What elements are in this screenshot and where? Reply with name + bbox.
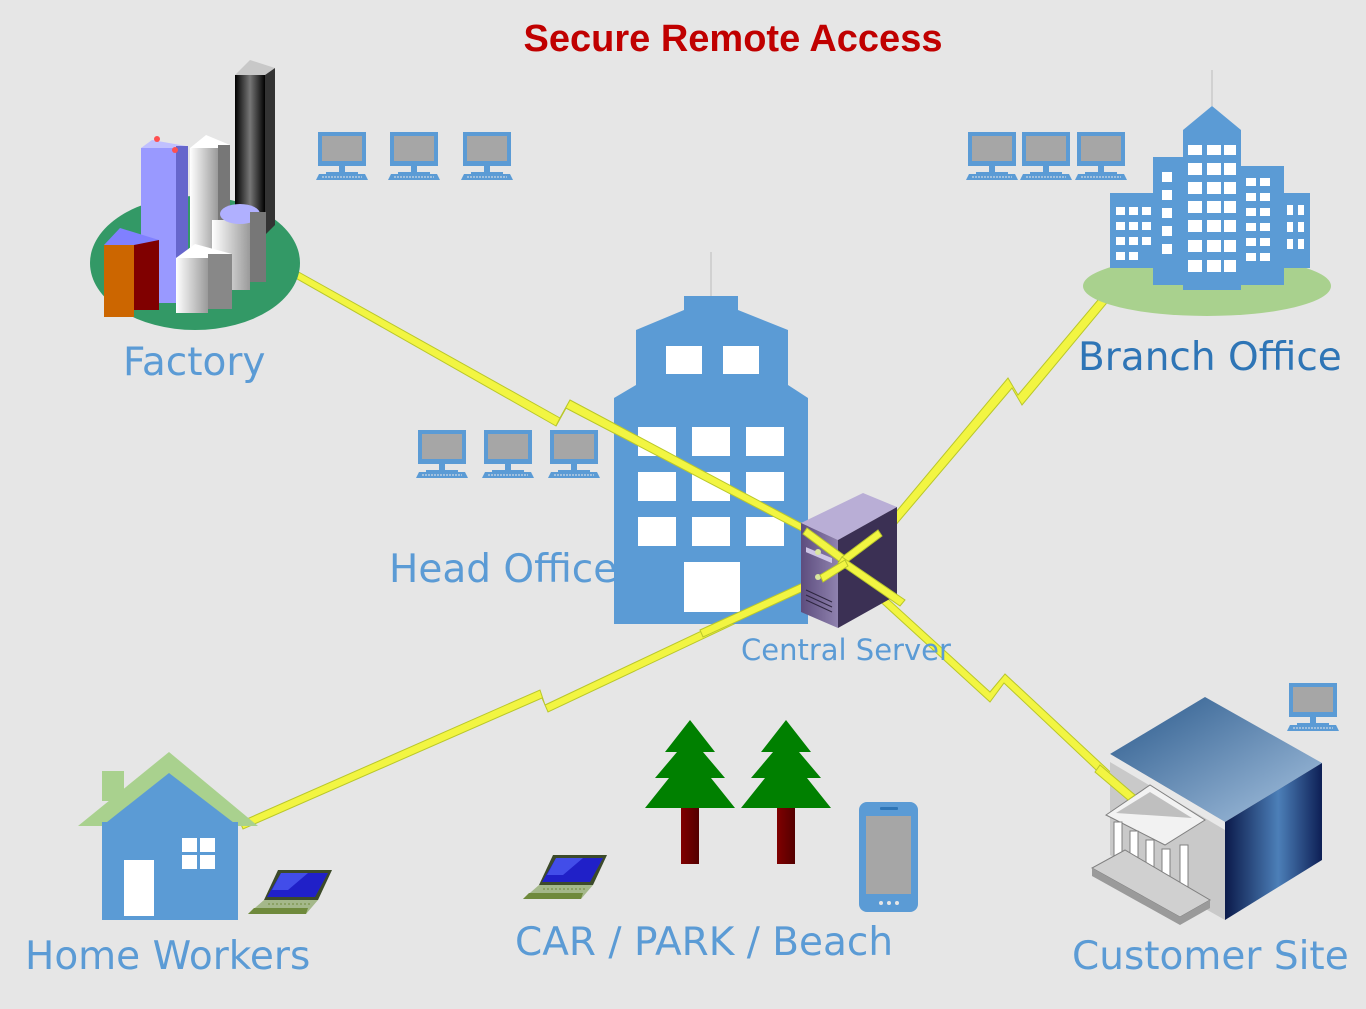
tree-icon xyxy=(741,720,831,864)
desktop-computer-icon xyxy=(460,131,514,181)
head-office-computers xyxy=(415,429,601,479)
label-central-server: Central Server xyxy=(741,633,951,667)
label-head-office: Head Office xyxy=(389,547,618,592)
branch-office-building-icon xyxy=(1083,70,1331,316)
laptop-icon xyxy=(247,869,333,915)
desktop-computer-icon xyxy=(1286,682,1340,732)
diagram-title: Secure Remote Access xyxy=(523,18,943,60)
head-office-building-icon xyxy=(614,252,808,624)
label-home-workers: Home Workers xyxy=(25,934,311,979)
bank-building-icon xyxy=(1090,697,1322,925)
laptop-icon xyxy=(522,854,608,900)
server-link-endpoints xyxy=(802,527,906,607)
factory-icon xyxy=(90,60,300,330)
label-branch-office: Branch Office xyxy=(1078,335,1342,380)
desktop-computer-icon xyxy=(1074,131,1128,181)
desktop-computer-icon xyxy=(387,131,441,181)
factory-computers xyxy=(315,131,514,181)
branch-office-computers xyxy=(965,131,1128,181)
smartphone-icon xyxy=(859,802,918,912)
label-mobile-locations: CAR / PARK / Beach xyxy=(515,920,894,965)
desktop-computer-icon xyxy=(315,131,369,181)
house-icon xyxy=(78,752,258,920)
desktop-computer-icon xyxy=(415,429,469,479)
desktop-computer-icon xyxy=(547,429,601,479)
desktop-computer-icon xyxy=(965,131,1019,181)
tree-icon xyxy=(645,720,735,864)
desktop-computer-icon xyxy=(481,429,535,479)
link-customer-front xyxy=(1094,764,1136,801)
label-customer-site: Customer Site xyxy=(1072,934,1349,979)
desktop-computer-icon xyxy=(1019,131,1073,181)
label-factory: Factory xyxy=(123,340,266,385)
